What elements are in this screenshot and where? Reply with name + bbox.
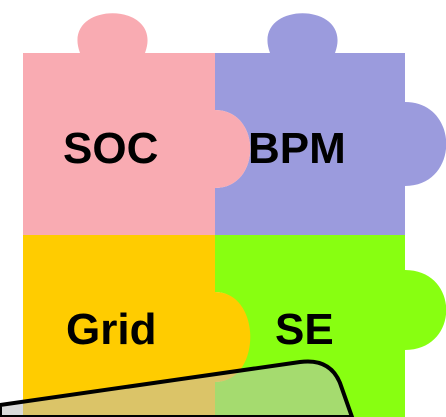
- soc-label: SOC: [63, 124, 158, 173]
- bpm-label: BPM: [248, 124, 346, 173]
- callout-box: [0, 359, 355, 417]
- grid-label: Grid: [66, 305, 156, 354]
- soc-piece: [23, 13, 215, 235]
- soc-knob: [215, 110, 251, 188]
- se-label: SE: [275, 305, 334, 354]
- grid-knob: [215, 292, 251, 382]
- bpm-piece: [215, 13, 446, 235]
